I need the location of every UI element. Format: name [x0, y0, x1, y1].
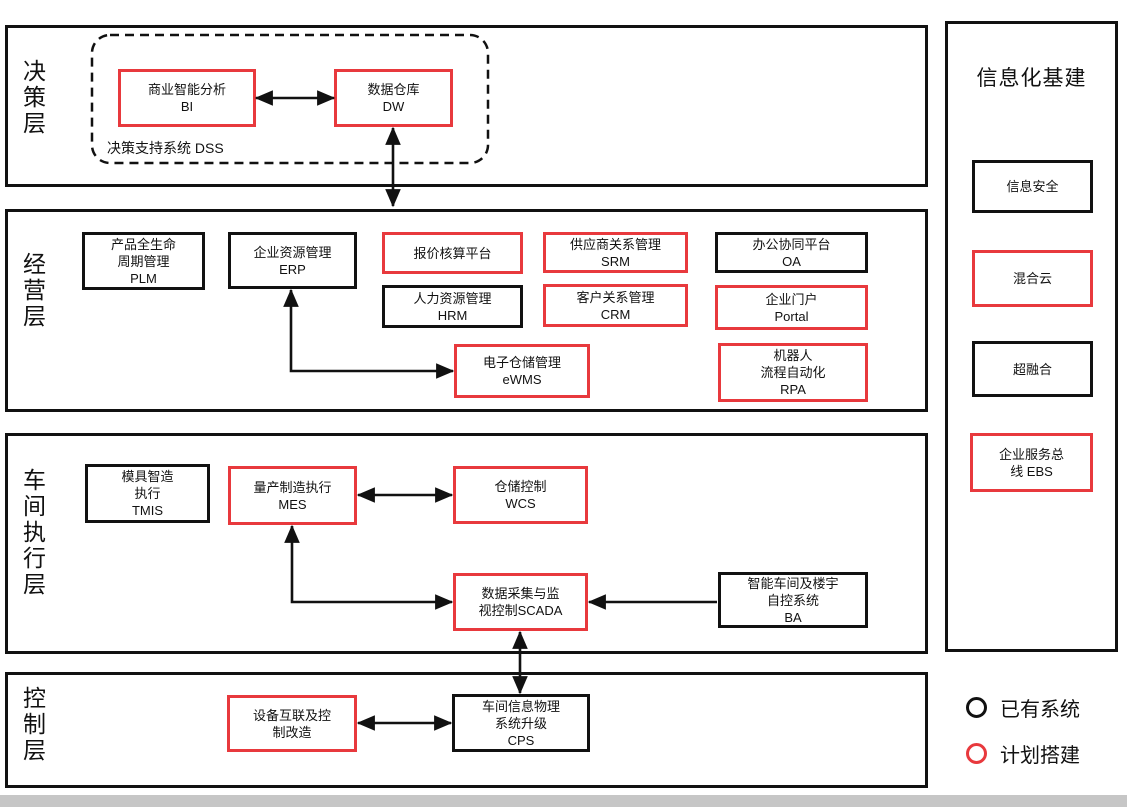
node-label: 人力资源管理: [413, 290, 492, 306]
node-label: 模具智造: [121, 469, 174, 484]
node-label: 制改造: [272, 724, 312, 740]
node-label: RPA: [780, 382, 806, 397]
node-infosec: 信息安全: [972, 160, 1093, 213]
layer-box-decision: [5, 25, 928, 187]
node-rpa: 机器人流程自动化 RPA: [718, 343, 868, 402]
node-label: 报价核算平台: [413, 245, 492, 261]
layer-label-workshop: 车间执行层: [23, 467, 46, 597]
horizontal-scrollbar[interactable]: [0, 795, 1127, 807]
node-label: 企业门户: [765, 291, 818, 307]
node-ewms: 电子仓储管理 eWMS: [454, 344, 590, 398]
node-label: SRM: [601, 253, 630, 269]
node-label: BI: [180, 99, 194, 114]
layer-box-business: [5, 209, 928, 412]
legend-label-existing: 已有系统: [1000, 699, 1080, 721]
legend-label-planned: 计划搭建: [1000, 745, 1080, 767]
node-label: 数据仓库: [367, 82, 420, 97]
node-label: 产品全生命: [110, 236, 176, 252]
node-label: HRM: [437, 307, 468, 323]
node-quote: 报价核算平台: [382, 232, 523, 274]
node-ebs: 企业服务总线 EBS: [970, 433, 1093, 492]
node-wcs: 仓储控制 WCS: [453, 466, 588, 524]
node-label: 客户关系管理: [576, 289, 655, 305]
node-label: CRM: [600, 306, 631, 322]
infra-column: [945, 21, 1118, 652]
node-label: 周期管理: [117, 253, 170, 269]
legend-item-existing: 已有系统: [966, 693, 1080, 722]
layer-label-business: 经营层: [23, 251, 46, 329]
node-label: 数据采集与监: [481, 586, 560, 601]
node-label: 车间信息物理: [481, 698, 560, 714]
node-label: eWMS: [502, 372, 542, 387]
node-tmis: 模具智造执行 TMIS: [85, 464, 210, 523]
node-label: 电子仓储管理: [482, 355, 561, 370]
dss-group-label: 决策支持系统 DSS: [107, 140, 224, 156]
layer-label-control: 控制层: [23, 685, 46, 763]
node-label: 视控制SCADA: [478, 603, 563, 618]
node-label: 智能车间及楼宇: [747, 575, 839, 591]
node-label: 自控系统: [766, 592, 819, 608]
node-label: 流程自动化: [760, 365, 826, 380]
layer-label-decision: 决策层: [23, 58, 46, 136]
infra-title: 信息化基建: [976, 67, 1087, 90]
node-label: 超融合: [1012, 361, 1052, 377]
node-label: 混合云: [1012, 271, 1052, 286]
node-label: 机器人: [773, 348, 813, 363]
node-hybrid: 混合云: [972, 250, 1093, 307]
node-retrofit: 设备互联及控制改造: [227, 695, 357, 752]
planned-system-circle-icon: [966, 743, 987, 764]
node-label: ERP: [279, 261, 306, 277]
node-label: TMIS: [131, 503, 164, 518]
node-label: 办公协同平台: [752, 236, 831, 252]
node-label: 执行: [134, 486, 161, 501]
node-bi: 商业智能分析 BI: [118, 69, 256, 127]
node-label: 量产制造执行: [253, 479, 332, 495]
node-label: OA: [782, 253, 801, 269]
layer-box-control: [5, 672, 928, 788]
legend-item-planned: 计划搭建: [966, 739, 1080, 768]
node-label: 信息安全: [1006, 179, 1059, 194]
node-label: 企业资源管理: [253, 244, 332, 260]
node-label: Portal: [774, 308, 809, 324]
node-label: 设备互联及控: [252, 707, 331, 723]
node-label: 供应商关系管理: [569, 236, 661, 252]
node-label: DW: [382, 99, 405, 114]
node-label: 仓储控制: [494, 479, 547, 494]
node-dw: 数据仓库 DW: [334, 69, 453, 127]
node-label: PLM: [130, 270, 157, 286]
node-label: 线 EBS: [1010, 463, 1053, 479]
node-hyper: 超融合: [972, 341, 1093, 397]
layer-box-workshop: [5, 433, 928, 654]
node-label: BA: [784, 609, 802, 625]
node-label: CPS: [507, 732, 535, 748]
node-scada: 数据采集与监视控制SCADA: [453, 573, 588, 631]
node-label: MES: [278, 496, 307, 512]
node-label: 企业服务总: [998, 446, 1064, 462]
node-label: 商业智能分析: [147, 82, 226, 97]
existing-system-circle-icon: [966, 697, 987, 718]
node-label: 系统升级: [494, 715, 547, 731]
node-label: WCS: [505, 496, 536, 511]
